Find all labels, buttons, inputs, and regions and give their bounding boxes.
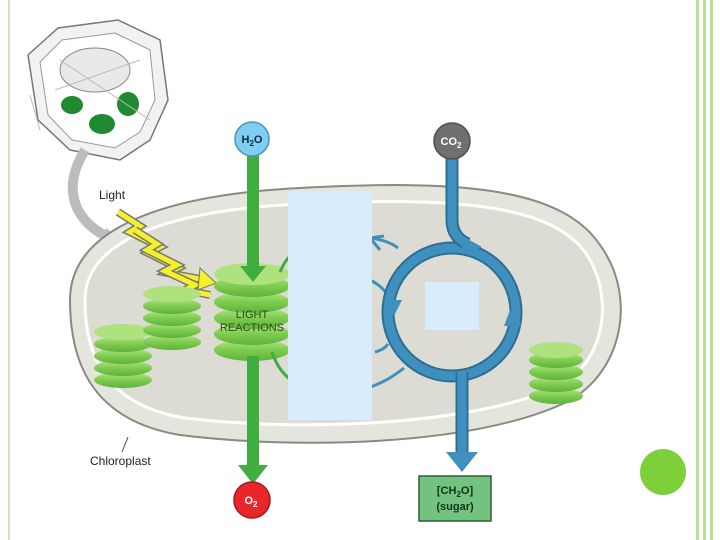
thylakoid-stack-right xyxy=(529,342,583,404)
o2-molecule: O2 xyxy=(233,481,271,519)
light-bolt-icon xyxy=(115,208,217,299)
water-input-arrow xyxy=(247,152,259,272)
svg-text:(sugar): (sugar) xyxy=(436,501,474,513)
sugar-product-box: [CH2O] (sugar) xyxy=(418,475,492,522)
light-label: Light xyxy=(99,188,126,202)
oxygen-output-arrow xyxy=(247,356,259,468)
light-reactions-label-line1: LIGHT xyxy=(236,309,269,321)
light-reactions-stack xyxy=(214,263,290,361)
svg-text:[CH2O]: [CH2O] xyxy=(437,485,474,499)
zoom-arrow xyxy=(67,147,117,245)
svg-text:O2: O2 xyxy=(244,495,258,509)
svg-text:H2O: H2O xyxy=(242,134,263,148)
h2o-molecule: H2O xyxy=(234,121,270,157)
chloroplast-pointer xyxy=(121,436,129,453)
light-reactions-label-line2: REACTIONS xyxy=(220,322,284,334)
plant-cell-illustration xyxy=(27,19,169,161)
svg-text:CO2: CO2 xyxy=(441,136,463,150)
slide-decoration-dot xyxy=(640,449,686,495)
co2-molecule: CO2 xyxy=(433,122,471,160)
thylakoid-stack-left xyxy=(94,324,152,388)
hidden-label-box-small xyxy=(425,282,479,330)
thylakoid-stack-middle xyxy=(143,286,201,350)
chloroplast-label: Chloroplast xyxy=(90,454,151,468)
calvin-cycle xyxy=(381,152,523,472)
hidden-label-box-tall xyxy=(288,191,372,420)
slide-right-stripes xyxy=(692,0,720,540)
